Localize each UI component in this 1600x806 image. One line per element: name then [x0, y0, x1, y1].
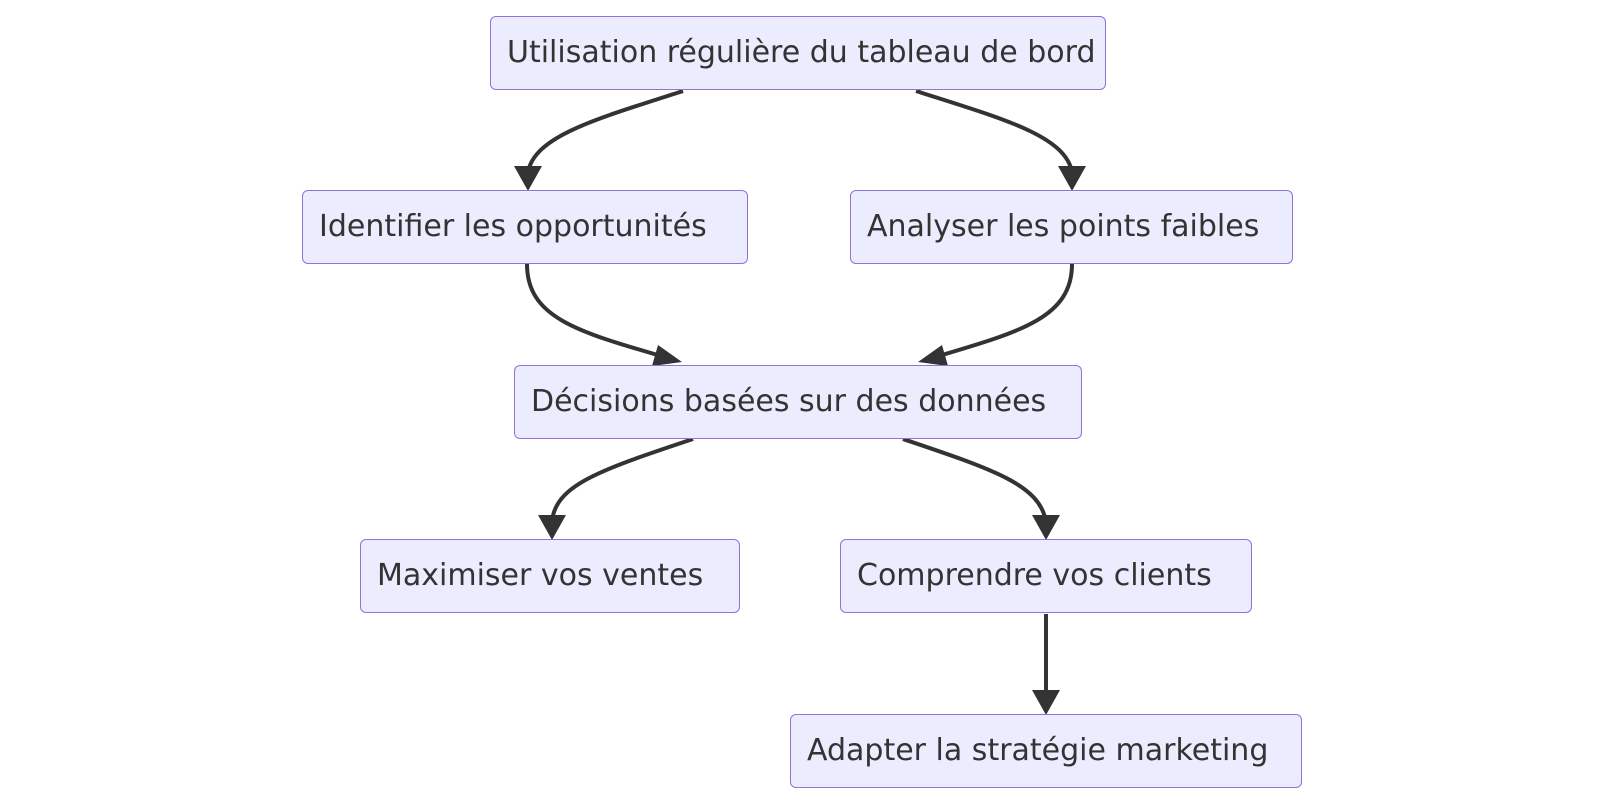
- edge-n6-n7: [1032, 614, 1060, 715]
- node-adapt-marketing-strategy: Adapter la stratégie marketing: [790, 714, 1302, 788]
- node-data-driven-decisions: Décisions basées sur des données: [514, 365, 1082, 439]
- node-maximize-sales: Maximiser vos ventes: [360, 539, 740, 613]
- node-analyze-weaknesses: Analyser les points faibles: [850, 190, 1293, 264]
- edge-n4-n6: [902, 437, 1060, 540]
- edge-n1-n3: [915, 89, 1086, 191]
- edge-n4-n5: [538, 437, 694, 540]
- edge-n1-n2: [514, 89, 684, 191]
- edge-n3-n4: [918, 263, 1074, 366]
- node-understand-customers: Comprendre vos clients: [840, 539, 1252, 613]
- node-dashboard-usage: Utilisation régulière du tableau de bord: [490, 16, 1106, 90]
- edge-n2-n4: [525, 263, 682, 366]
- node-identify-opportunities: Identifier les opportunités: [302, 190, 748, 264]
